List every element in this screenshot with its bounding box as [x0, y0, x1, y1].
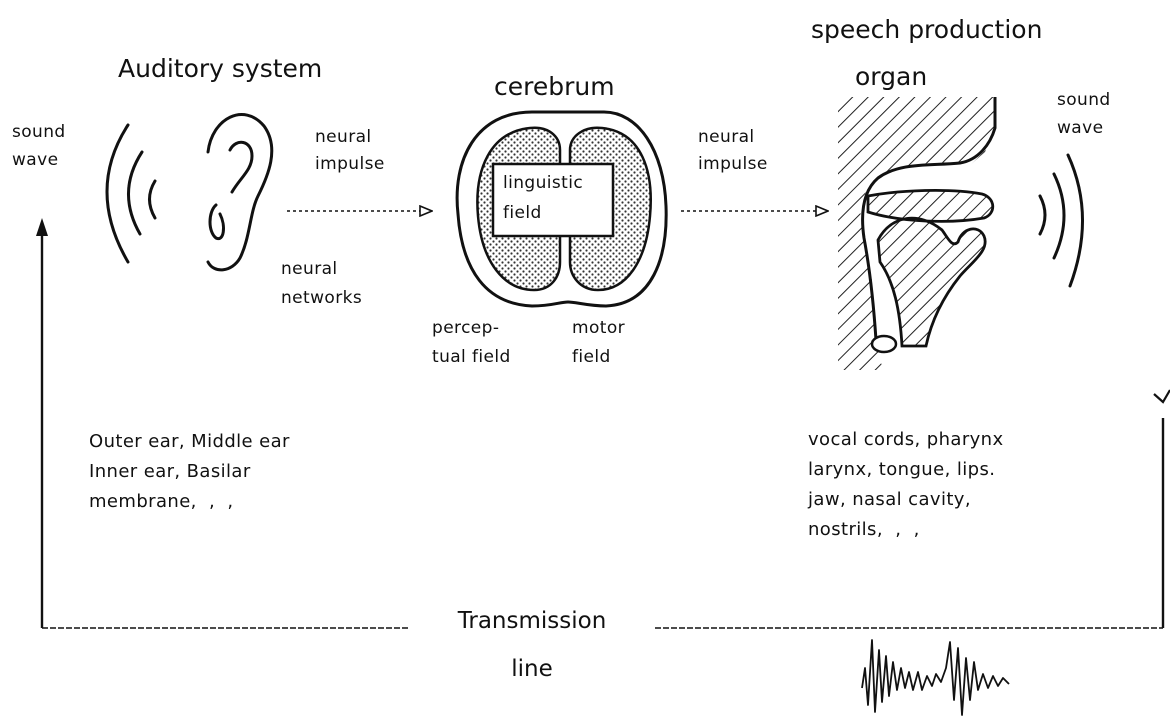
waveform-icon	[862, 640, 1009, 715]
vocal-tract-icon	[838, 97, 995, 370]
transmission-line-label: Transmission line	[420, 597, 644, 693]
cerebrum-title: cerebrum	[494, 72, 615, 102]
neural-impulse-left-label: neural impulse	[315, 124, 385, 178]
perceptual-field-label: percep- tual field	[432, 314, 511, 372]
neural-impulse-right-label: neural impulse	[698, 124, 768, 178]
sound-wave-left-label: sound wave	[12, 118, 66, 174]
sound-wave-right-label: sound wave	[1057, 86, 1111, 142]
speech-production-title-line1: speech production	[811, 15, 1042, 45]
sound-wave-left-arcs	[107, 125, 155, 262]
sound-wave-right-arcs	[1040, 155, 1083, 286]
ear-icon	[208, 115, 272, 270]
auditory-system-title: Auditory system	[118, 54, 322, 84]
linguistic-field-label: linguistic field	[503, 168, 583, 228]
speech-organ-parts-list: vocal cords, pharynx larynx, tongue, lip…	[808, 425, 1004, 545]
ear-parts-list: Outer ear, Middle ear Inner ear, Basilar…	[89, 427, 290, 517]
speech-production-title-line2: organ	[855, 62, 927, 92]
motor-field-label: motor field	[572, 314, 625, 372]
neural-networks-label: neural networks	[281, 255, 362, 313]
